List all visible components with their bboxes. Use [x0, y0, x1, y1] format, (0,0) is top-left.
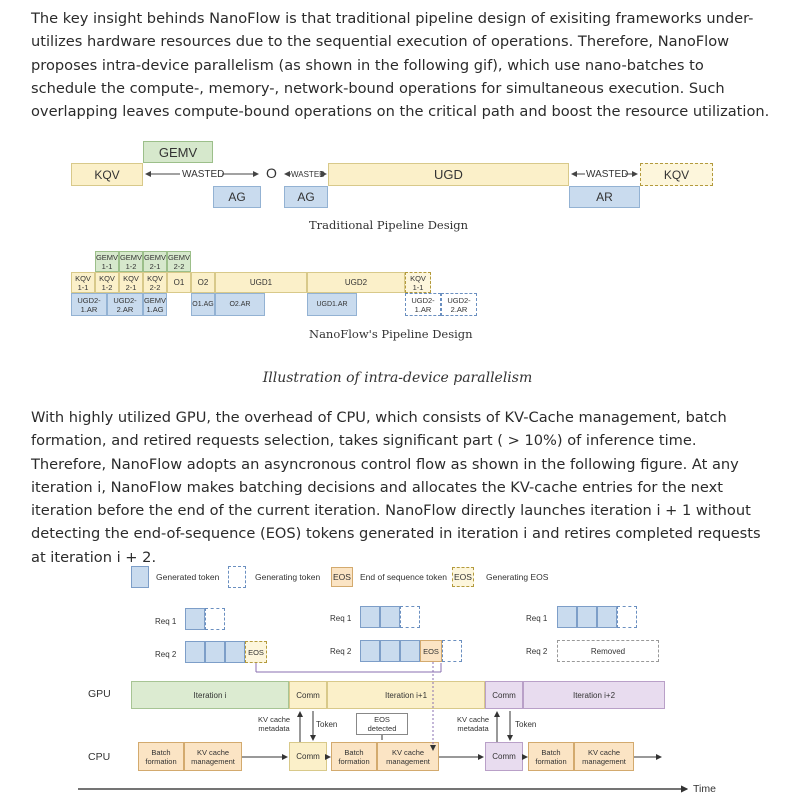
nano-gemv-block: GEMV 2-1 — [143, 251, 167, 272]
o2-block: O2 — [191, 272, 215, 293]
ugd1ar-block: UGD1.AR — [307, 293, 357, 316]
req1-label: Req 1 — [526, 614, 548, 623]
o1-block: O1 — [167, 272, 191, 293]
legend-generated-swatch — [131, 566, 149, 588]
generated-token — [185, 608, 205, 630]
wasted-label-2: WASTED — [291, 170, 325, 179]
ugd1-block: UGD1 — [215, 272, 307, 293]
iteration-i2-block: Iteration i+2 — [523, 681, 665, 709]
generating-token — [617, 606, 637, 628]
eos-token: EOS — [420, 640, 442, 662]
o1ag-block: O1.AG — [191, 293, 215, 316]
generated-token — [597, 606, 617, 628]
nano-kqv-block: KQV 2-2 — [143, 272, 167, 293]
generated-token — [380, 640, 400, 662]
kv-cache-mgmt-block: KV cache management — [184, 742, 242, 771]
generated-token — [205, 641, 225, 663]
ag-block: AG — [213, 186, 261, 208]
wasted-label: WASTED — [182, 169, 225, 180]
ugd-block: UGD — [328, 163, 569, 186]
batch-formation-block-2: Batch formation — [331, 742, 377, 771]
nano-kqv-block: KQV 2-1 — [119, 272, 143, 293]
legend-eos-swatch: EOS — [331, 567, 353, 587]
batch-formation-block: Batch formation — [138, 742, 184, 771]
req2-label: Req 2 — [155, 650, 177, 659]
wasted-label-3: WASTED — [586, 169, 629, 180]
gemv-block: GEMV — [143, 141, 213, 163]
iteration-i-block: Iteration i — [131, 681, 289, 709]
generated-token — [360, 606, 380, 628]
nano-gemv-block: GEMV 1-2 — [119, 251, 143, 272]
nano-kqv-block: KQV 1-2 — [95, 272, 119, 293]
generating-eos-token: EOS — [245, 641, 267, 663]
kv-metadata-label: KV cache metadata — [258, 715, 291, 733]
generated-token — [360, 640, 380, 662]
legend-eos-label: End of sequence token — [360, 572, 447, 582]
eos-detected-box: EOS detected — [356, 713, 408, 735]
cpu-label: CPU — [88, 751, 111, 763]
generated-token — [400, 640, 420, 662]
kv-cache-mgmt-block-2: KV cache management — [377, 742, 439, 771]
figure-caption: Illustration of intra-device parallelism — [262, 370, 533, 386]
kv-cache-mgmt-block-3: KV cache management — [574, 742, 634, 771]
legend-geos-swatch: EOS — [452, 567, 474, 587]
gpu-comm-block-2: Comm — [485, 681, 523, 709]
legend-generated-label: Generated token — [156, 572, 220, 582]
legend-geos-label: Generating EOS — [486, 572, 549, 582]
gpu-comm-block: Comm — [289, 681, 327, 709]
kqv-block: KQV — [71, 163, 143, 186]
token-label-2: Token — [515, 720, 537, 729]
intro-paragraph: The key insight behinds NanoFlow is that… — [31, 10, 770, 121]
o-label: O — [266, 165, 277, 181]
generated-token — [557, 606, 577, 628]
gpu-label: GPU — [88, 688, 111, 700]
generating-token — [400, 606, 420, 628]
req1-label: Req 1 — [155, 617, 177, 626]
generated-token — [577, 606, 597, 628]
req1-label: Req 1 — [330, 614, 352, 623]
generated-token — [225, 641, 245, 663]
ugd2-1ar-next-block: UGD2- 1.AR — [405, 293, 441, 316]
req2-label: Req 2 — [330, 647, 352, 656]
ugd2-2ar-block: UGD2- 2.AR — [107, 293, 143, 316]
generated-token — [185, 641, 205, 663]
nano-gemv-block: GEMV 2-2 — [167, 251, 191, 272]
cpu-comm-block-2: Comm — [485, 742, 523, 771]
removed-request: Removed — [557, 640, 659, 662]
generating-token — [442, 640, 462, 662]
batch-formation-block-3: Batch formation — [528, 742, 574, 771]
token-label: Token — [316, 720, 338, 729]
legend-generating-label: Generating token — [255, 572, 321, 582]
ugd2-1ar-block: UGD2- 1.AR — [71, 293, 107, 316]
time-label: Time — [693, 783, 716, 795]
kqv-next-block: KQV — [640, 163, 713, 186]
nano-gemv-block: GEMV 1-1 — [95, 251, 119, 272]
legend-generating-swatch — [228, 566, 246, 588]
generating-token — [205, 608, 225, 630]
ugd2-2ar-next-block: UGD2- 2.AR — [441, 293, 477, 316]
nano-kqv-block: KQV 1-1 — [71, 272, 95, 293]
req2-label: Req 2 — [526, 647, 548, 656]
kv-metadata-label-2: KV cache metadata — [457, 715, 490, 733]
nano-kqv-next-block: KQV 1-1 — [405, 272, 431, 293]
cpu-overhead-paragraph: With highly utilized GPU, the overhead o… — [31, 409, 761, 566]
nanoflow-caption: NanoFlow's Pipeline Design — [309, 327, 473, 341]
o2ar-block: O2.AR — [215, 293, 265, 316]
gemv-1ag-block: GEMV 1.AG — [143, 293, 167, 316]
iteration-i1-block: Iteration i+1 — [327, 681, 485, 709]
ag-block-2: AG — [284, 186, 328, 208]
generated-token — [380, 606, 400, 628]
traditional-caption: Traditional Pipeline Design — [309, 218, 469, 232]
ugd2-block: UGD2 — [307, 272, 405, 293]
ar-block: AR — [569, 186, 640, 208]
